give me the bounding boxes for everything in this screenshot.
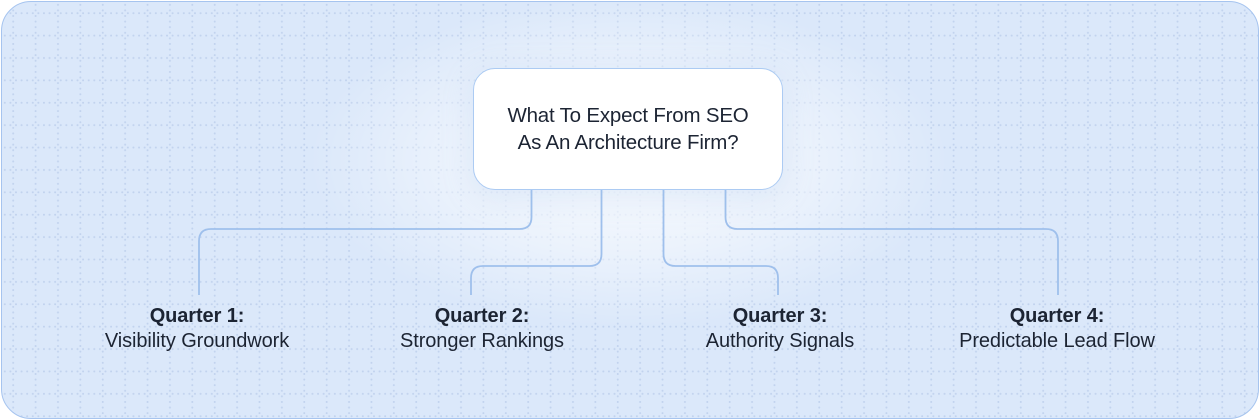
branch-quarter-1-label: Quarter 1: [149,305,245,327]
connector-quarter-3 [662,190,779,295]
connector-quarter-1 [198,190,533,295]
root-node: What To Expect From SEO As An Architectu… [473,68,783,190]
branch-quarter-3-sublabel: Authority Signals [705,330,855,352]
branch-quarter-1: Quarter 1: Visibility Groundwork [52,304,342,354]
branch-quarter-1-sublabel: Visibility Groundwork [104,330,290,352]
root-title-line-2: As An Architecture Firm? [517,131,739,154]
branch-quarter-4: Quarter 4: Predictable Lead Flow [912,304,1202,354]
connector-quarter-4 [724,190,1059,295]
branch-quarter-2-label: Quarter 2: [434,305,530,327]
branch-quarter-4-label: Quarter 4: [1009,305,1105,327]
branch-quarter-3-label: Quarter 3: [732,305,828,327]
connector-quarter-2 [470,190,603,295]
branch-quarter-2: Quarter 2: Stronger Rankings [337,304,627,354]
root-title-line-1: What To Expect From SEO [507,104,749,127]
branch-quarter-2-sublabel: Stronger Rankings [400,330,564,352]
branch-quarter-3: Quarter 3: Authority Signals [635,304,925,354]
branch-quarter-4-sublabel: Predictable Lead Flow [959,330,1155,352]
